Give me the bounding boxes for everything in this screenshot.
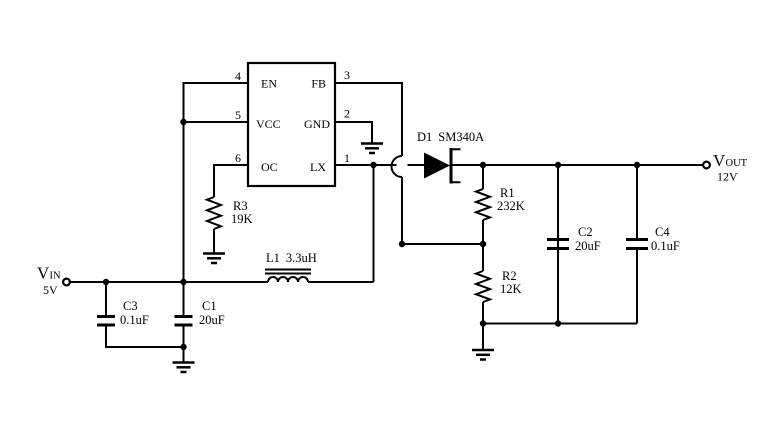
junction-dot [554,161,562,169]
capacitor-c3-ref: C3 [123,299,138,313]
junction-dot [398,240,406,248]
pin-number-5: 5 [235,108,241,122]
pin-name-oc: OC [261,160,278,174]
port-vout: V OUT 12V [701,151,748,184]
capacitor-c1: C1 20uF [174,299,225,327]
diode-anode-triangle [424,152,450,179]
capacitor-c1-value: 20uF [199,313,225,327]
capacitor-c1-ref: C1 [202,299,217,313]
pin-name-en: EN [261,77,277,91]
ic-body [246,61,337,188]
gnd-stems [182,229,484,362]
pin-number-6: 6 [235,151,241,165]
resistor-r1: R1 232K [473,186,525,221]
port-vin: V IN 5V [37,264,71,297]
diode-schottky-hooks [451,148,461,184]
resistor-r2-zigzag [473,270,493,303]
ground-icon-ic [361,142,383,155]
vout-label: V [713,151,726,170]
junction-dots [102,118,641,351]
junction-dot [102,278,110,286]
net-en-vcc-rail [182,82,248,282]
ground-icon-input-caps [172,361,195,374]
ground-icon-output [472,348,494,361]
pin-name-gnd: GND [304,117,330,131]
pin-number-4: 4 [235,69,241,83]
net-fb-divider [335,82,483,245]
capacitor-c3: C3 0.1uF [97,299,149,327]
capacitor-c2-ref: C2 [578,225,593,239]
junction-dot [180,278,187,286]
net-gnd-pin [335,121,373,143]
pin-number-2: 2 [344,107,350,121]
resistor-r2-ref: R2 [502,269,517,283]
vin-terminal-icon [61,277,71,287]
vin-label-subscript: IN [50,271,61,282]
resistor-r3-value: 19K [231,212,253,226]
vin-voltage: 5V [43,283,58,297]
vout-terminal-icon [701,160,711,170]
junction-dot [554,320,562,327]
ic-u1: 4 5 6 3 2 1 EN VCC OC FB GND LX [235,61,350,188]
resistor-r3-zigzag [204,196,224,230]
junction-dot [479,240,487,248]
capacitor-c2: C2 20uF [547,225,601,253]
resistor-r2: R2 12K [473,269,522,303]
resistor-r2-value: 12K [500,282,522,296]
junction-dot [180,343,187,351]
resistor-r1-zigzag [473,188,493,221]
c3-leads [105,282,184,348]
pin-name-vcc: VCC [256,117,281,131]
capacitor-c3-value: 0.1uF [120,313,149,327]
junction-dot [479,320,487,327]
resistor-r1-value: 232K [497,199,525,213]
ground-icon-r3 [203,252,225,265]
junction-dot [633,161,641,169]
resistor-r3: R3 19K [204,196,253,230]
vout-voltage: 12V [717,170,738,184]
capacitor-c2-value: 20uF [575,239,601,253]
pin-number-3: 3 [344,68,350,82]
junction-dot [479,161,487,169]
junction-dot [370,161,377,169]
vin-label: V [37,264,50,283]
vout-label-subscript: OUT [726,158,748,169]
pin-name-fb: FB [311,77,326,91]
wires [70,82,703,362]
capacitor-c4-value: 0.1uF [651,239,680,253]
resistor-r3-ref: R3 [233,199,248,213]
capacitor-c4: C4 0.1uF [626,225,680,253]
junction-dot [180,118,187,126]
net-oc-to-r3 [213,164,248,197]
resistor-r1-ref: R1 [500,186,515,200]
inductor-loops [267,276,309,283]
net-lx-switch-node [335,164,424,282]
pin-name-lx: LX [310,160,326,174]
capacitor-c4-ref: C4 [655,225,670,239]
wire-hop-arc [390,155,403,178]
inductor-core-bars [265,268,311,275]
pin-number-1: 1 [344,151,350,165]
